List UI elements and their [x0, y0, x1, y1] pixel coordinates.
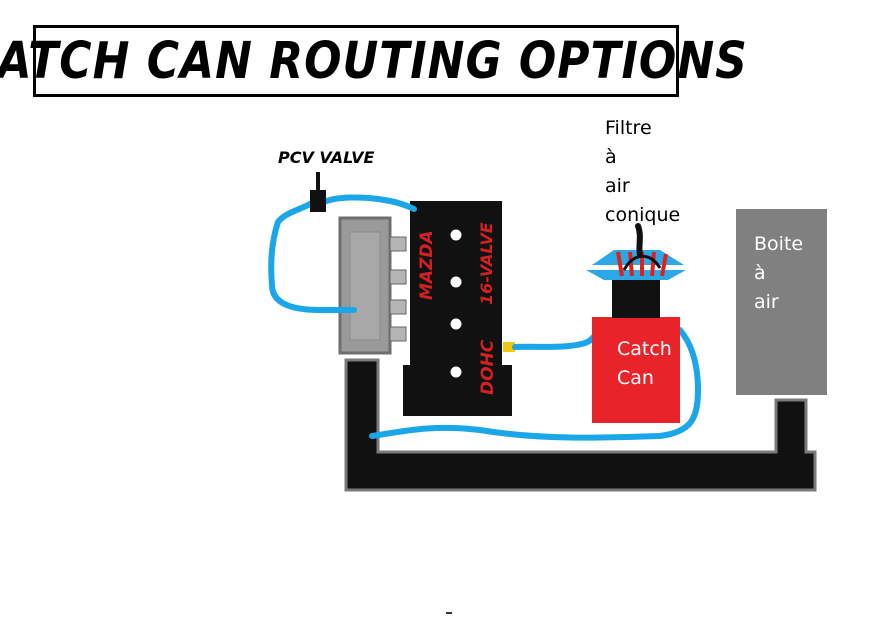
filter-pointer [635, 223, 643, 258]
air-box-label: Boite à air [754, 230, 803, 317]
spark-plug-1 [450, 229, 462, 241]
intake-duct [344, 358, 817, 492]
stray-speck [446, 612, 452, 614]
filter-label-line-2: à [605, 146, 617, 168]
catch-can-label-line-2: Can [617, 367, 654, 389]
filter-label-line-1: Filtre [605, 117, 652, 139]
pcv-valve-label: PCV VALVE [278, 148, 375, 167]
pcv-hose-from-engine [319, 194, 417, 212]
catch-can-label: Catch Can [617, 335, 672, 393]
catch-can-label-line-1: Catch [617, 338, 672, 360]
runner-2 [389, 269, 407, 285]
intake-manifold [338, 216, 407, 355]
spark-plug-4 [450, 366, 462, 378]
air-box-label-line-3: air [754, 291, 779, 313]
breather-fitting [503, 342, 515, 352]
engine-block: MAZDA 16-VALVE DOHC [403, 201, 512, 416]
engine-valve-text: 16-VALVE [477, 222, 496, 305]
return-hose [369, 327, 702, 441]
conical-air-filter [586, 223, 686, 280]
engine-dohc-text: DOHC [478, 339, 498, 395]
breather-hose [512, 319, 603, 350]
filter-label-line-4: conique [605, 204, 681, 226]
engine-brand-text: MAZDA [417, 230, 437, 300]
runner-3 [389, 299, 407, 315]
spark-plug-2 [450, 276, 462, 288]
air-box-label-line-1: Boite [754, 233, 804, 255]
runner-4 [389, 326, 407, 342]
pcv-valve [310, 190, 326, 212]
air-box-label-line-2: à [754, 262, 766, 284]
title-box: CATCH CAN ROUTING OPTIONS [0, 25, 747, 97]
spark-plug-3 [450, 318, 462, 330]
runner-1 [389, 236, 407, 252]
duct-joint [380, 455, 450, 485]
page-title: CATCH CAN ROUTING OPTIONS [0, 31, 748, 91]
pcv-hose-to-manifold [268, 200, 357, 313]
catch-can [592, 280, 680, 423]
air-box [736, 209, 827, 395]
catch-can-neck [612, 280, 660, 318]
filter-label: Filtre à air conique [605, 114, 680, 230]
filter-label-line-3: air [605, 175, 630, 197]
